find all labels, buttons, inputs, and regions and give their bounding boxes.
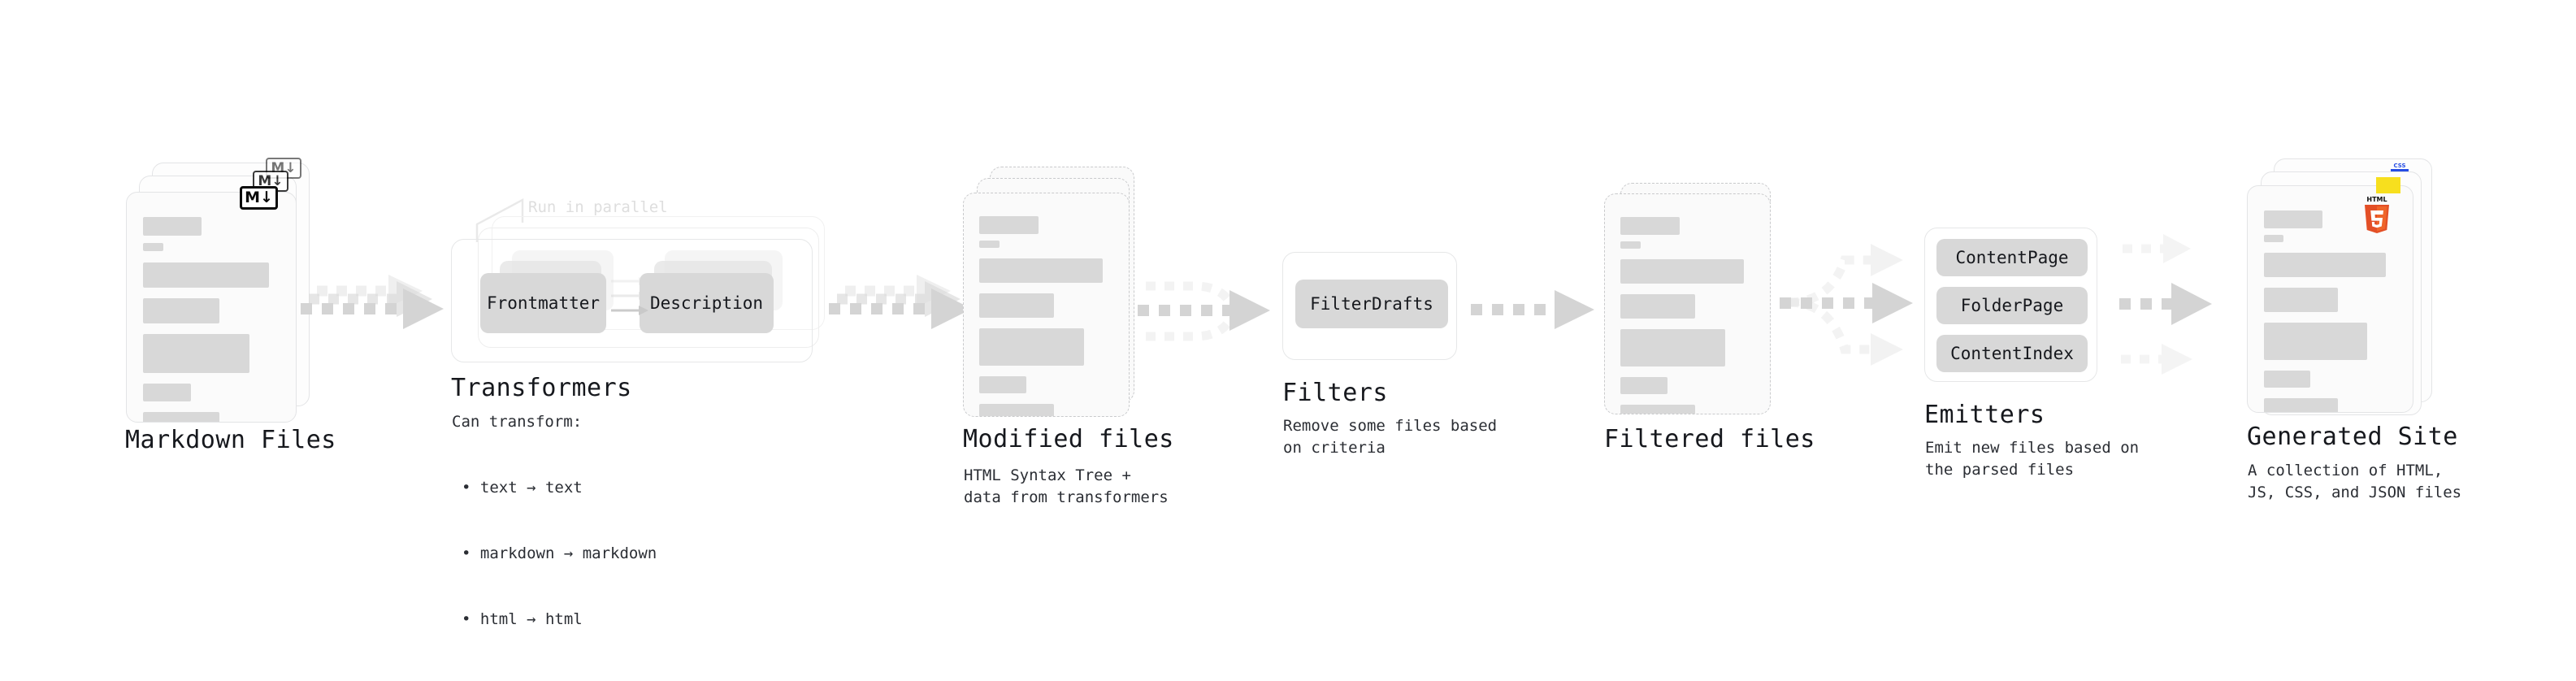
html5-icon: HTML	[2365, 196, 2389, 233]
transformer-node-frontmatter[interactable]: Frontmatter	[480, 273, 606, 333]
transformers-group: Frontmatter Description	[451, 216, 833, 362]
svg-text:CSS: CSS	[2393, 163, 2405, 169]
card-skeleton-bars	[964, 193, 1129, 416]
emitter-node-folderpage[interactable]: FolderPage	[1936, 287, 2088, 324]
transformer-node-description-label: Description	[649, 293, 764, 313]
emitters-subtitle-line-0: Emit new files based on	[1925, 439, 2140, 457]
transformers-bullet-2: • html → html	[462, 610, 583, 628]
transformer-internal-arrows	[611, 277, 648, 315]
filters-subtitle-line-0: Remove some files based	[1283, 417, 1498, 435]
filters-subtitle-line-1: on criteria	[1283, 439, 1386, 457]
run-in-parallel-bracket	[475, 197, 524, 242]
transformers-bullet-list: • text → text • markdown → markdown • ht…	[462, 433, 657, 674]
markdown-icon-front: M↓	[240, 186, 278, 210]
filter-node-filterdrafts-label: FilterDrafts	[1310, 294, 1433, 314]
filtered-file-card-front	[1604, 193, 1771, 414]
emitter-node-contentindex-label: ContentIndex	[1950, 344, 2074, 363]
emitter-node-contentpage-label: ContentPage	[1955, 248, 2069, 267]
connector-filters-to-filtered	[1471, 290, 1594, 329]
generated-site-label: Generated Site	[2247, 423, 2458, 451]
modified-files-label: Modified files	[963, 425, 1174, 453]
emitters-subtitle-line-1: the parsed files	[1925, 461, 2075, 479]
transformer-node-frontmatter-label: Frontmatter	[486, 293, 601, 313]
card-skeleton-bars	[127, 193, 296, 422]
modified-files-subtitle-line-0: HTML Syntax Tree +	[964, 466, 1131, 484]
emitters-group: ContentPage FolderPage ContentIndex	[1924, 228, 2097, 382]
emitter-node-contentpage[interactable]: ContentPage	[1936, 239, 2088, 276]
filtered-files-stack	[1604, 183, 1791, 443]
modified-file-card-front	[963, 193, 1130, 417]
generated-site-subtitle-line-1: JS, CSS, and JSON files	[2248, 484, 2462, 501]
connector-transformers-to-modified	[829, 275, 972, 329]
emitters-label: Emitters	[1924, 401, 2045, 429]
run-in-parallel-label: Run in parallel	[528, 198, 668, 216]
filters-group: FilterDrafts	[1282, 252, 1457, 360]
modified-files-subtitle-line-1: data from transformers	[964, 488, 1169, 506]
emitter-node-folderpage-label: FolderPage	[1960, 296, 2064, 315]
card-skeleton-bars	[2248, 186, 2413, 412]
transformers-bullet-1: • markdown → markdown	[462, 544, 657, 562]
markdown-files-label: Markdown Files	[125, 426, 336, 454]
generated-site-subtitle-line-0: A collection of HTML,	[2248, 462, 2444, 479]
generated-site-stack: CSS HTML	[2247, 158, 2442, 427]
transformer-node-description[interactable]: Description	[640, 273, 774, 333]
transformers-box-front	[451, 239, 813, 362]
transformers-bullet-0: • text → text	[462, 479, 583, 497]
filter-node-filterdrafts[interactable]: FilterDrafts	[1295, 280, 1448, 328]
css3-icon: CSS	[2391, 163, 2409, 171]
transformers-label: Transformers	[451, 374, 632, 402]
connector-emitters-to-site	[2119, 234, 2212, 375]
filtered-files-label: Filtered files	[1604, 425, 1815, 453]
connector-markdown-to-transformers	[301, 275, 444, 329]
transformers-subtitle: Can transform:	[452, 413, 583, 431]
markdown-file-card-front	[126, 192, 297, 423]
svg-text:HTML: HTML	[2366, 196, 2387, 203]
transformers-box-mid	[478, 228, 819, 348]
connector-modified-to-filters	[1138, 281, 1270, 341]
markdown-files-stack: M↓ M↓ M↓	[126, 158, 313, 423]
connector-filtered-to-emitters	[1780, 244, 1913, 366]
emitter-node-contentindex[interactable]: ContentIndex	[1936, 335, 2088, 372]
modified-files-stack	[963, 167, 1150, 427]
javascript-icon	[2376, 177, 2400, 193]
filters-label: Filters	[1282, 379, 1388, 407]
card-skeleton-bars	[1605, 194, 1770, 414]
